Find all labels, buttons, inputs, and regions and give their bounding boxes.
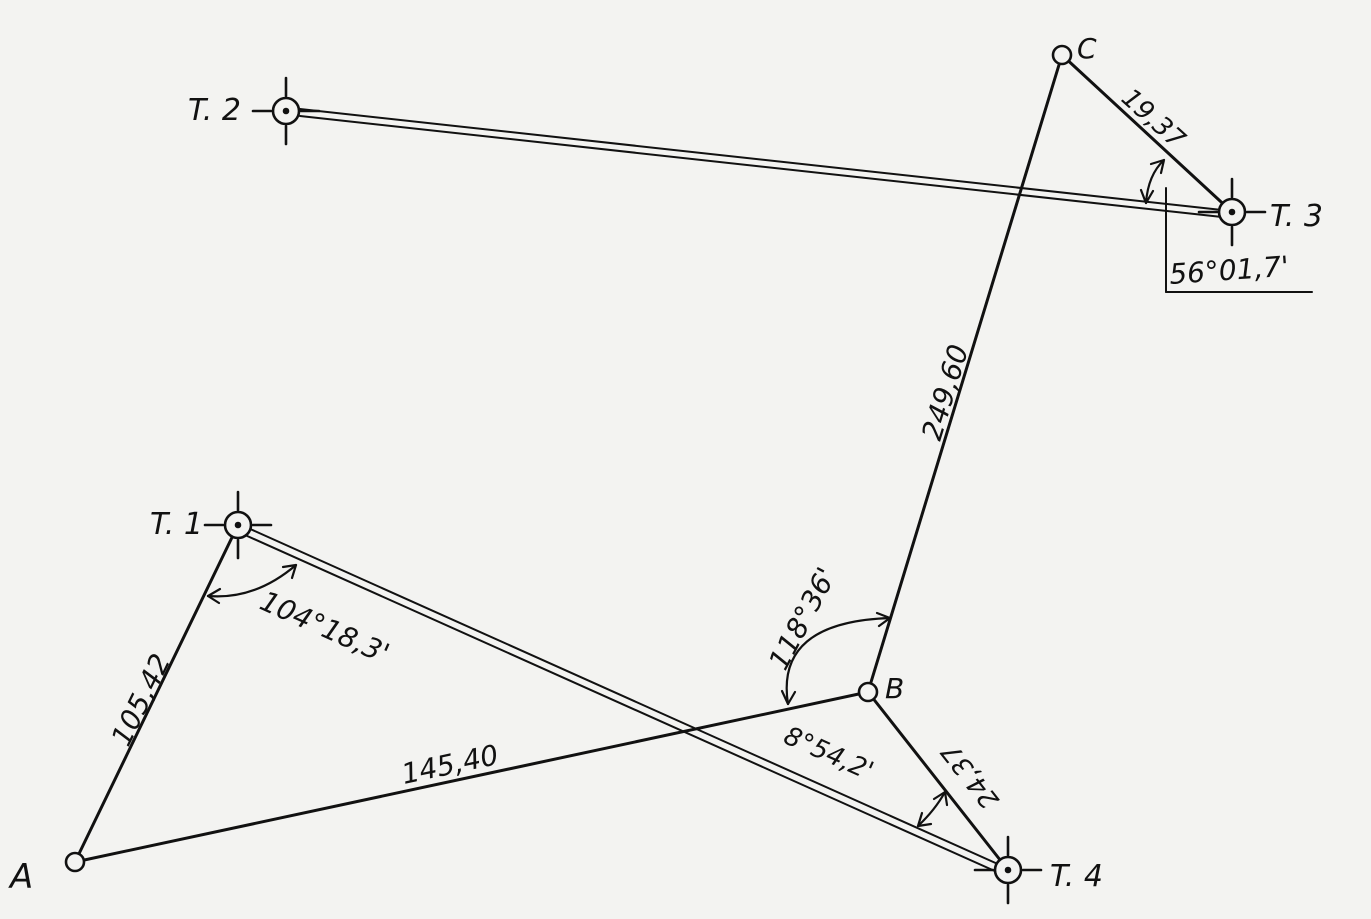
point-T3-marker bbox=[1197, 177, 1267, 247]
label-T1: T. 1 bbox=[150, 507, 203, 542]
point-A-marker bbox=[64, 851, 86, 873]
arc-B-upper bbox=[785, 616, 892, 706]
line-C-T3 bbox=[1060, 53, 1234, 214]
point-B-marker bbox=[857, 681, 879, 703]
point-T4-marker bbox=[973, 835, 1043, 905]
t3-angle-bracket bbox=[1165, 187, 1313, 293]
point-T2-marker bbox=[251, 76, 321, 146]
label-A: A bbox=[8, 857, 33, 897]
arc-B-upper-arrow-b bbox=[875, 611, 892, 628]
line-A-B bbox=[73, 690, 870, 864]
arc-T3-arrow-b bbox=[1149, 158, 1166, 175]
point-T1-marker bbox=[203, 490, 273, 560]
angle-T3: 56°01,7' bbox=[1168, 250, 1290, 291]
label-T4: T. 4 bbox=[1050, 859, 1103, 894]
distance-B-C: 249,60 bbox=[915, 341, 975, 444]
line-T2-T3-b bbox=[299, 115, 1223, 218]
arc-T1-arrow-b bbox=[281, 563, 298, 580]
line-A-T1 bbox=[73, 523, 240, 864]
angle-B-lower: 8°54,2' bbox=[779, 721, 878, 787]
label-B: B bbox=[885, 672, 904, 705]
arc-B-lower-arrow-b bbox=[932, 790, 949, 807]
line-B-T4 bbox=[866, 690, 1010, 872]
arc-B-upper-arrow-a bbox=[780, 689, 797, 706]
distance-C-T3: 19,37 bbox=[1115, 83, 1191, 155]
arc-T3 bbox=[1144, 158, 1166, 205]
distance-A-T1: 105,42 bbox=[105, 649, 178, 752]
angle-B-upper: 118°36' bbox=[762, 562, 843, 675]
traverse-points bbox=[64, 44, 1073, 873]
arc-B-lower bbox=[916, 790, 947, 828]
double-lines bbox=[244, 108, 1223, 873]
arc-T3-arrow-a bbox=[1139, 188, 1155, 205]
arc-T1 bbox=[206, 563, 298, 598]
line-T2-T3-a bbox=[299, 108, 1223, 211]
label-T2: T. 2 bbox=[188, 93, 241, 128]
point-labels: A B C T. 1 T. 2 T. 3 T. 4 bbox=[8, 32, 1323, 897]
angle-arcs bbox=[206, 158, 1166, 828]
angle-T1: 104°18,3' bbox=[255, 584, 394, 670]
line-T1-T4-a bbox=[247, 527, 1001, 866]
traverse-lines bbox=[73, 53, 1234, 872]
arc-T1-arrow-a bbox=[206, 587, 222, 605]
arc-B-lower-arrow-a bbox=[916, 811, 933, 828]
line-B-C bbox=[866, 53, 1064, 694]
label-T3: T. 3 bbox=[1270, 199, 1323, 234]
point-C-marker bbox=[1051, 44, 1073, 66]
distance-labels: 105,42 145,40 249,60 19,37 24,37 bbox=[105, 83, 1191, 814]
line-T1-T4-b bbox=[244, 534, 998, 873]
label-C: C bbox=[1077, 32, 1097, 65]
angle-labels: 104°18,3' 118°36' 8°54,2' 56°01,7' bbox=[255, 250, 1290, 787]
triangulation-points bbox=[203, 76, 1267, 905]
